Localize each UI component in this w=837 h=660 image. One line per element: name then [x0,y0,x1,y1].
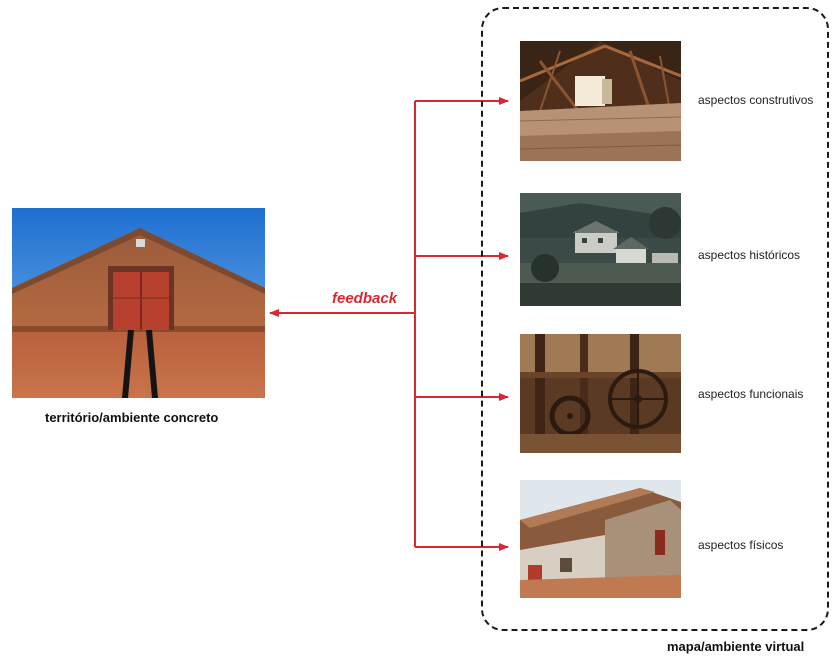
concrete-territory-caption: território/ambiente concreto [45,410,219,425]
funcionais-label: aspectos funcionais [698,387,804,401]
virtual-map-frame [481,7,829,631]
funcionais-photo [520,334,681,453]
fisicos-photo [520,480,681,598]
feedback-label: feedback [332,290,398,307]
historicos-label: aspectos históricos [698,248,801,262]
construtivos-photo [520,41,681,161]
fisicos-label: aspectos físicos [698,538,784,552]
historicos-photo [520,193,681,306]
concrete-territory-photo [12,208,265,398]
construtivos-label: aspectos construtivos [698,93,814,107]
virtual-map-caption: mapa/ambiente virtual [667,639,805,654]
